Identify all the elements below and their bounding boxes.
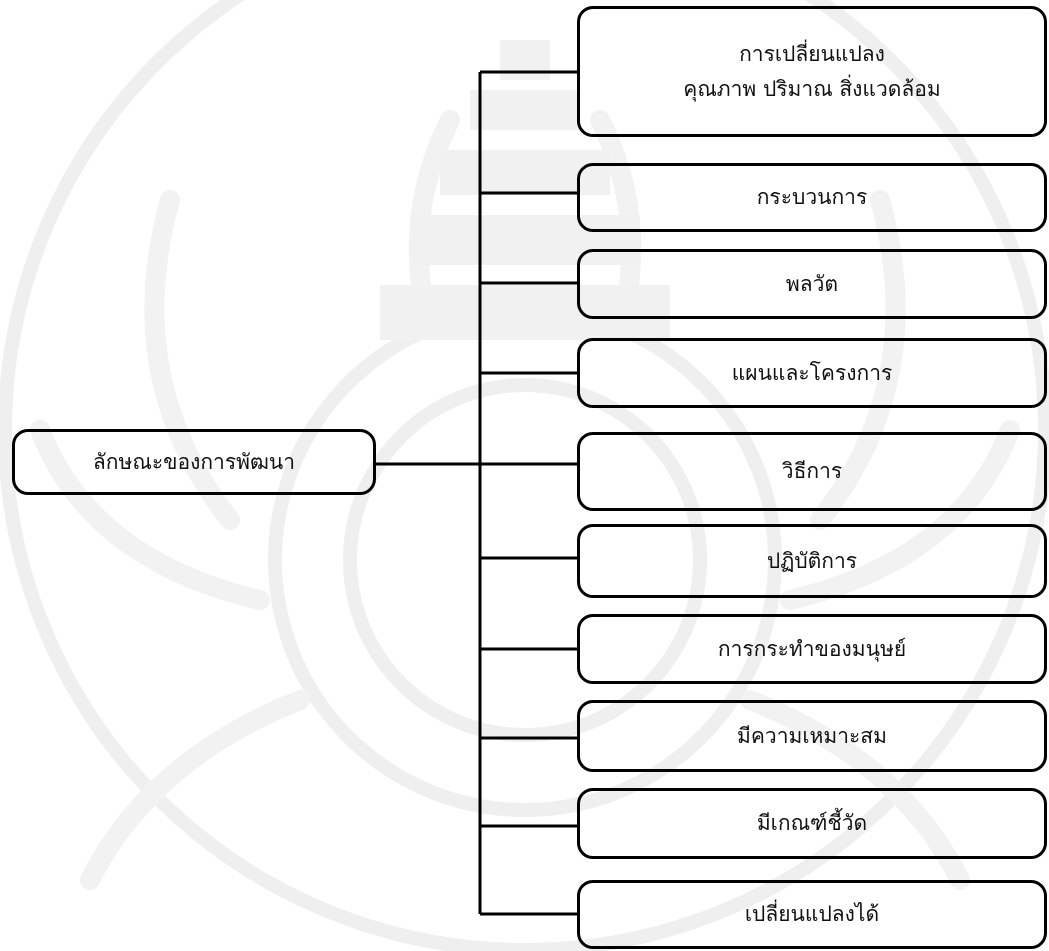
child-node-changeable: เปลี่ยนแปลงได้ xyxy=(577,880,1047,949)
child-node-method: วิธีการ xyxy=(577,432,1047,511)
child-node-operation: ปฏิบัติการ xyxy=(577,524,1047,598)
child-node-label: แผนและโครงการ xyxy=(731,360,893,385)
child-node-label: เปลี่ยนแปลงได้ xyxy=(744,902,880,927)
child-node-label: การเปลี่ยนแปลง xyxy=(739,41,885,66)
child-node-human-action: การกระทำของมนุษย์ xyxy=(577,614,1047,684)
child-node-process: กระบวนการ xyxy=(577,163,1047,232)
root-node-label: ลักษณะของการพัฒนา xyxy=(92,449,296,474)
root-node: ลักษณะของการพัฒนา xyxy=(12,429,376,495)
child-node-plans-projects: แผนและโครงการ xyxy=(577,338,1047,408)
child-node-change: การเปลี่ยนแปลง คุณภาพ ปริมาณ สิ่งแวดล้อม xyxy=(577,6,1047,137)
child-node-label: พลวัต xyxy=(785,271,839,296)
child-node-indicators: มีเกณฑ์ชี้วัด xyxy=(577,788,1047,859)
child-node-label: คุณภาพ ปริมาณ สิ่งแวดล้อม xyxy=(683,76,941,101)
child-node-dynamic: พลวัต xyxy=(577,249,1047,319)
child-node-label: มีความเหมาะสม xyxy=(737,723,887,748)
child-node-label: วิธีการ xyxy=(781,459,843,484)
child-node-appropriate: มีความเหมาะสม xyxy=(577,700,1047,772)
child-node-label: กระบวนการ xyxy=(756,185,868,210)
child-node-label: ปฏิบัติการ xyxy=(766,548,858,573)
child-node-label: การกระทำของมนุษย์ xyxy=(717,636,907,661)
child-node-label: มีเกณฑ์ชี้วัด xyxy=(756,811,868,836)
